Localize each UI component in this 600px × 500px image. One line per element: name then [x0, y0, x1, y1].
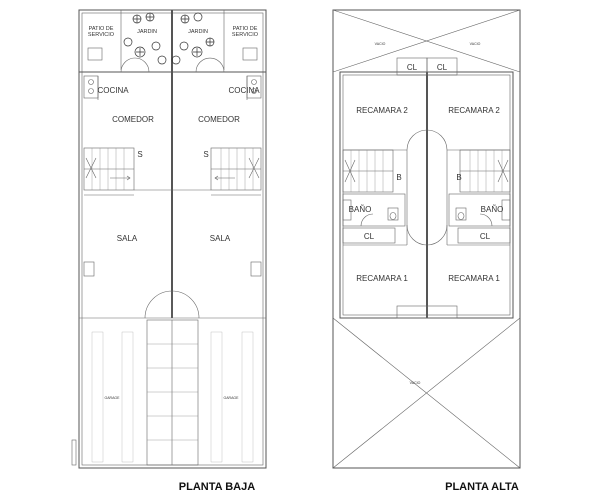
label-living-right: SALA: [210, 234, 231, 243]
upper-floor-title: PLANTA ALTA: [445, 481, 519, 493]
hall-arch-bottom-right: [426, 224, 448, 246]
cabinet-right: [250, 261, 262, 277]
shower-right: [501, 199, 511, 221]
garden-plants: [123, 12, 215, 65]
burner-left-2: [88, 88, 94, 94]
label-closet-mid-left: CL: [364, 232, 375, 241]
burner-left: [88, 79, 94, 85]
toilet-bowl-left: [389, 212, 397, 220]
upper-floor-plan: [332, 9, 521, 469]
shower-left: [342, 199, 352, 221]
label-kitchen-right: COCINA: [228, 86, 260, 95]
label-dining-left: COMEDOR: [112, 115, 154, 124]
burner-right-2: [251, 88, 257, 94]
label-garden-right: JARDIN: [188, 29, 208, 35]
label-bedroom2-left: RECAMARA 2: [356, 106, 408, 115]
door-swing-left: [120, 57, 150, 73]
sink-right: [242, 47, 258, 61]
stair-mark-right: S: [203, 150, 208, 159]
label-bath-right: BAÑO: [481, 205, 504, 214]
sink-left: [87, 47, 103, 61]
door-swing-right: [195, 57, 225, 73]
toilet-left: [387, 207, 399, 221]
hall-arch-top-right: [426, 129, 448, 151]
front-door-left: [144, 290, 173, 319]
upper-floor-outline: [332, 9, 521, 469]
label-closet-top-left: CL: [407, 63, 418, 72]
label-bedroom1-right: RECAMARA 1: [448, 274, 500, 283]
closet-bottom-left: [396, 305, 428, 319]
label-living-left: SALA: [117, 234, 138, 243]
stair-mark-upper-right: B: [456, 173, 461, 182]
closet-bottom-right: [426, 305, 458, 319]
void-top-diagonal-2: [332, 9, 521, 73]
hall-arch-bottom-left: [406, 224, 428, 246]
meter-box: [71, 439, 77, 466]
label-void-top-right: VACIO: [470, 42, 481, 46]
closet-mid-right: [457, 227, 511, 244]
stair-left: [83, 147, 135, 191]
ground-floor-title: PLANTA BAJA: [179, 481, 255, 493]
closet-mid-left: [342, 227, 396, 244]
cabinet-left: [83, 261, 95, 277]
toilet-right: [455, 207, 467, 221]
car-tracks-right: [210, 331, 254, 463]
label-void-bottom: VACIO: [410, 381, 421, 385]
label-bath-left: BAÑO: [349, 205, 372, 214]
closet-top-right: [426, 57, 458, 76]
label-garage-right: GARAGE: [224, 396, 240, 400]
front-door-right: [171, 290, 200, 319]
label-closet-mid-right: CL: [480, 232, 491, 241]
upper-stair-right: [459, 149, 511, 193]
stair-mark-left: S: [137, 150, 142, 159]
pedestrian-path: [146, 319, 199, 466]
car-tracks-left: [91, 331, 134, 463]
stair-right: [210, 147, 262, 191]
label-garage-left: GARAGE: [105, 396, 121, 400]
void-bottom-diagonal-2: [332, 317, 521, 469]
stair-mark-upper-left: B: [396, 173, 401, 182]
label-kitchen-left: COCINA: [97, 86, 129, 95]
burner-right: [251, 79, 257, 85]
label-garden-left: JARDIN: [137, 29, 157, 35]
hall-arch-top-left: [406, 129, 428, 151]
label-closet-top-right: CL: [437, 63, 448, 72]
bath-door-left: [360, 213, 374, 227]
label-bedroom1-left: RECAMARA 1: [356, 274, 408, 283]
ground-floor-plan: [71, 9, 267, 469]
upper-stair-left: [342, 149, 394, 193]
toilet-bowl-right: [457, 212, 465, 220]
label-dining-right: COMEDOR: [198, 115, 240, 124]
label-bedroom2-right: RECAMARA 2: [448, 106, 500, 115]
bath-door-right: [479, 213, 493, 227]
label-void-top-left: VACIO: [375, 42, 386, 46]
